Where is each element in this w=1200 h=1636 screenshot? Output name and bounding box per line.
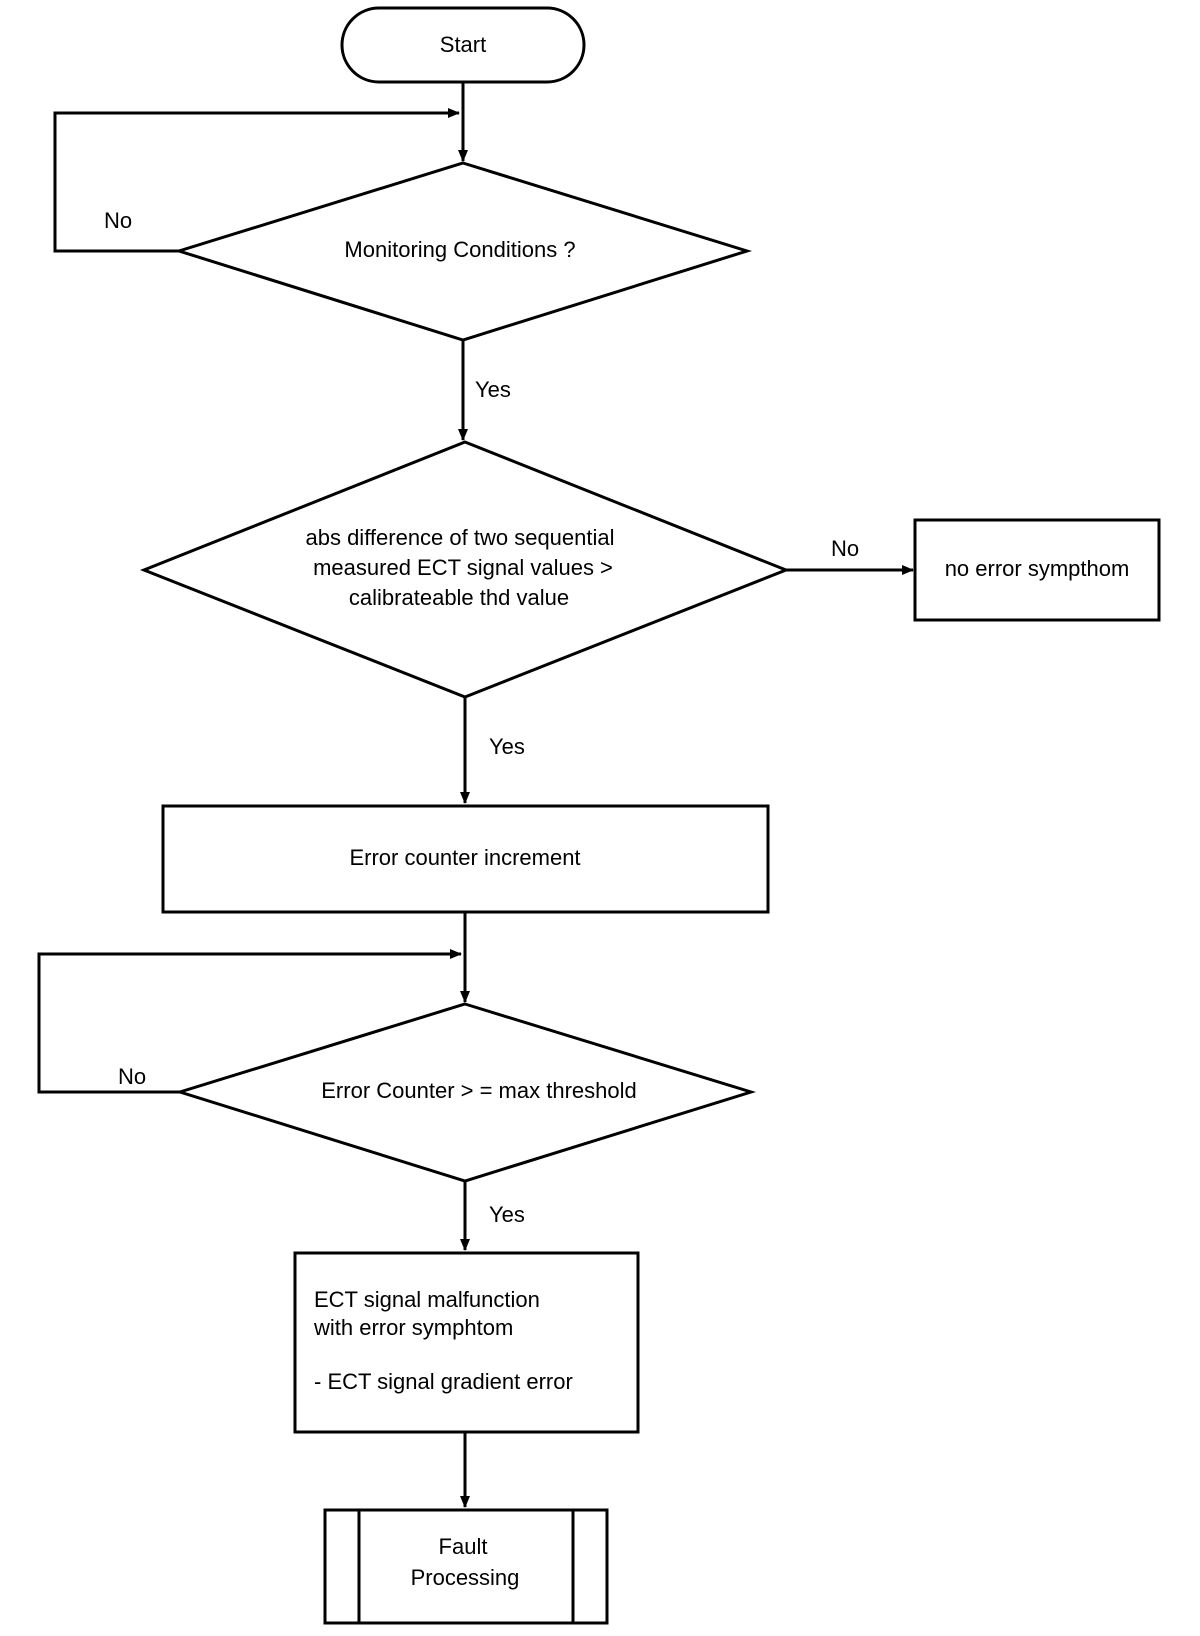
counter-yes-label: Yes: [489, 1202, 525, 1227]
no-error-box: [913, 518, 1161, 622]
monitoring-yes-label: Yes: [475, 377, 511, 402]
fault-processing-box: [323, 1508, 609, 1625]
monitoring-conditions-label: Monitoring Conditions ?: [344, 237, 576, 262]
malfunction-line-1: ECT signal malfunction: [314, 1287, 540, 1312]
abs-difference-line-1: abs difference of two sequential: [305, 525, 615, 550]
error-counter-increment-label: Error counter increment: [349, 845, 581, 870]
counter-no-label: No: [118, 1064, 147, 1089]
error-counter-increment-box: [161, 804, 770, 914]
malfunction-line-4: - ECT signal gradient error: [314, 1369, 573, 1394]
fault-processing-line-2: Processing: [410, 1565, 520, 1590]
abs-difference-line-2: measured ECT signal values >: [313, 555, 613, 580]
error-counter-check-label: Error Counter > = max threshold: [321, 1078, 637, 1103]
malfunction-line-2: with error symphtom: [314, 1315, 514, 1340]
monitoring-no-label: No: [104, 208, 133, 233]
fault-processing-line-1: Fault: [438, 1534, 488, 1559]
malfunction-box: [293, 1251, 640, 1434]
abs-diff-yes-label: Yes: [489, 734, 525, 759]
abs-diff-no-label: No: [831, 536, 860, 561]
loop-monitoring-no: [53, 108, 460, 253]
loop-counter-no: [37, 949, 462, 1094]
no-error-label: no error sympthom: [944, 556, 1130, 581]
start-label: Start: [439, 32, 487, 57]
abs-difference-line-3: calibrateable thd value: [348, 585, 570, 610]
